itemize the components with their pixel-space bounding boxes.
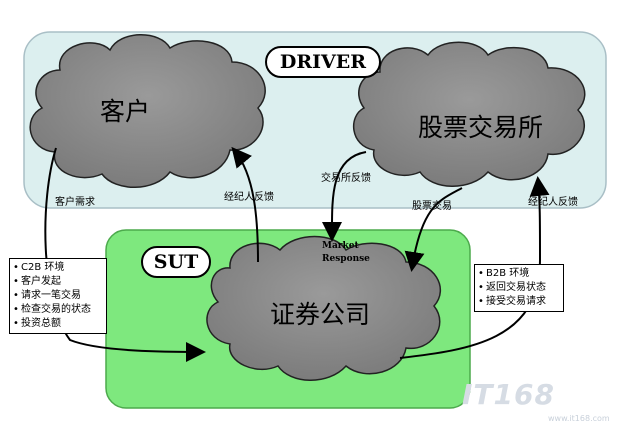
stock-trade-arrow — [404, 187, 463, 272]
broker-feedback-label-left: 经纪人反馈 — [224, 192, 274, 203]
exchange-cloud — [352, 41, 586, 187]
customer-demand-label: 客户需求 — [55, 197, 95, 208]
broker-cloud-label: 证券公司 — [270, 300, 371, 329]
c2b-item: 投资总额 — [13, 317, 103, 331]
c2b-item: 请求一笔交易 — [13, 289, 103, 303]
b2b-item: B2B 环境 — [478, 267, 560, 281]
market-response-line-2: Response — [322, 254, 370, 264]
broker-feedback-label-right: 经纪人反馈 — [528, 197, 578, 208]
b2b-info-box: B2B 环境 返回交易状态 接受交易请求 — [474, 264, 564, 312]
exchange-feedback-arrow — [321, 151, 367, 242]
exchange-cloud-label: 股票交易所 — [418, 113, 544, 142]
stock-trade-label: 股票交易 — [412, 201, 452, 212]
market-response-line-1: Market — [322, 241, 359, 251]
b2b-item: 接受交易请求 — [478, 295, 560, 309]
broker-feedback-arrow-left — [231, 146, 259, 263]
c2b-item: 客户发起 — [13, 275, 103, 289]
c2b-item: 检查交易的状态 — [13, 303, 103, 317]
c2b-item: C2B 环境 — [13, 261, 103, 275]
exchange-feedback-label: 交易所反馈 — [321, 173, 371, 184]
c2b-info-box: C2B 环境 客户发起 请求一笔交易 检查交易的状态 投资总额 — [9, 258, 107, 334]
sut-label: SUT — [141, 246, 211, 278]
watermark-url: www.it168.com — [548, 414, 610, 423]
customer-cloud-label: 客户 — [100, 97, 151, 126]
customer-cloud — [29, 34, 266, 188]
driver-label: DRIVER — [265, 46, 381, 78]
market-response-label: Market Response — [322, 240, 370, 266]
watermark-logo: IT168 — [462, 378, 555, 411]
b2b-item: 返回交易状态 — [478, 281, 560, 295]
customer-demand-arrow — [44, 147, 206, 362]
